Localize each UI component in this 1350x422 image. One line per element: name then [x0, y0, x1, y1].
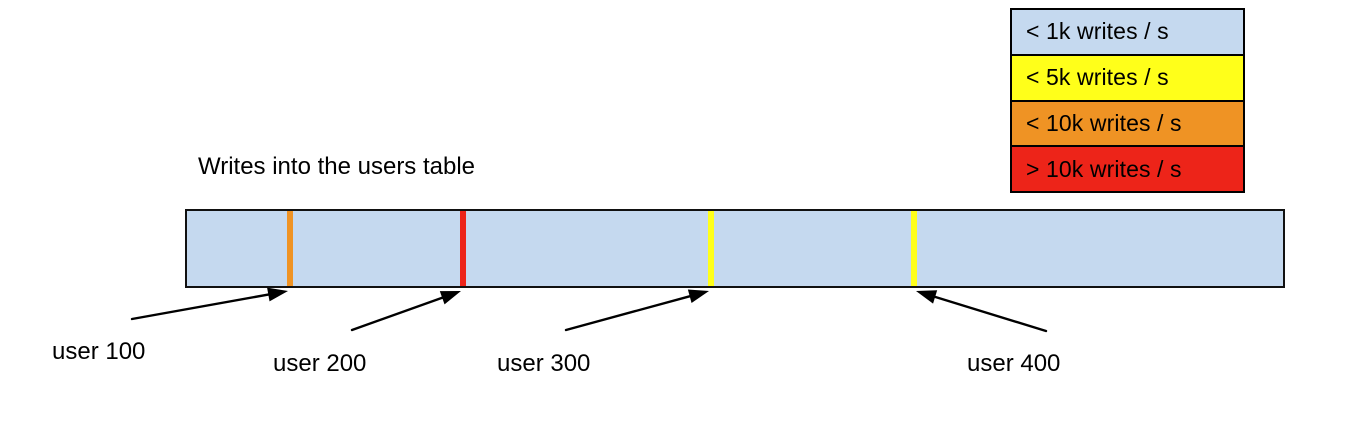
- chart-title: Writes into the users table: [198, 153, 476, 180]
- user-100-stripe: [287, 211, 293, 286]
- users-table-bar: [185, 209, 1285, 288]
- legend-label-5k: < 5k writes / s: [1026, 64, 1169, 91]
- label-user-400: user 400: [967, 350, 1061, 377]
- legend-row-10k-over: > 10k writes / s: [1012, 147, 1243, 191]
- legend: < 1k writes / s < 5k writes / s < 10k wr…: [1010, 8, 1245, 193]
- label-user-100: user 100: [52, 338, 146, 365]
- legend-row-10k-under: < 10k writes / s: [1012, 101, 1243, 148]
- label-user-300: user 300: [497, 350, 591, 377]
- legend-row-5k: < 5k writes / s: [1012, 55, 1243, 102]
- legend-label-10k-under: < 10k writes / s: [1026, 109, 1182, 136]
- user-200-stripe: [460, 211, 466, 286]
- user-300-stripe: [708, 211, 714, 286]
- legend-row-1k: < 1k writes / s: [1012, 10, 1243, 56]
- legend-label-1k: < 1k writes / s: [1026, 18, 1169, 45]
- label-user-200: user 200: [273, 350, 367, 377]
- legend-label-10k-over: > 10k writes / s: [1026, 155, 1182, 182]
- user-400-stripe: [911, 211, 917, 286]
